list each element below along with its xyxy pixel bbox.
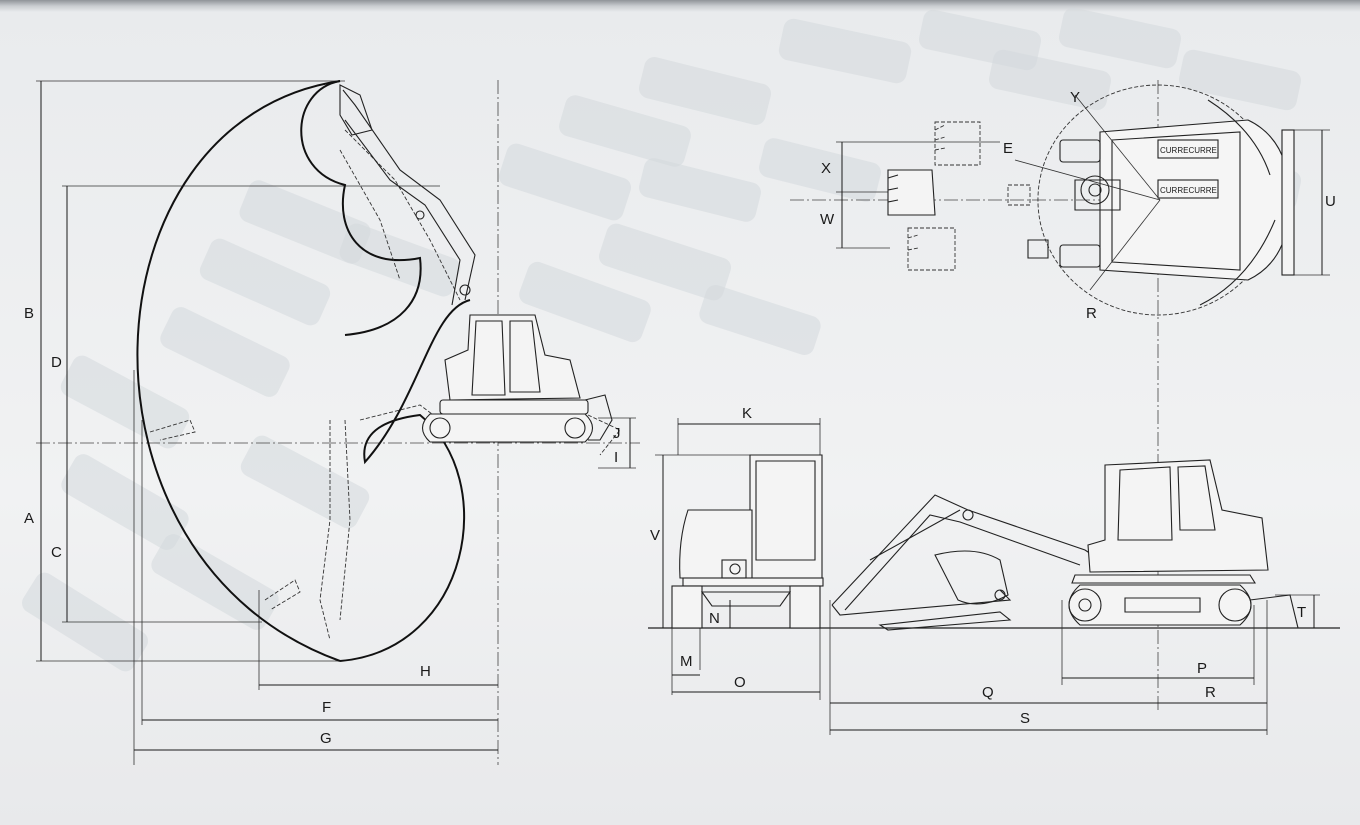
label-a: A — [24, 510, 34, 527]
label-r-top: R — [1086, 305, 1097, 322]
label-f: F — [322, 699, 331, 716]
label-e: E — [1003, 140, 1013, 157]
working-view-machine — [421, 314, 621, 456]
label-u: U — [1325, 193, 1336, 210]
label-j: J — [613, 425, 621, 442]
label-t: T — [1297, 604, 1306, 621]
label-r-side: R — [1205, 684, 1216, 701]
label-o: O — [734, 674, 746, 691]
bucket-offset-positions — [887, 121, 1049, 271]
top-view: CURRECURRE CURRECURRE X W E Y U — [790, 84, 1336, 322]
label-k: K — [742, 405, 752, 422]
label-s: S — [1020, 710, 1030, 727]
label-h: H — [420, 663, 431, 680]
label-g: G — [320, 730, 332, 747]
label-v: V — [650, 527, 660, 544]
cab-plate-upper: CURRECURRE — [1160, 146, 1217, 155]
bucket-arc-upper — [300, 80, 422, 336]
label-i: I — [614, 449, 618, 466]
label-b: B — [24, 305, 34, 322]
label-c: C — [51, 544, 62, 561]
label-p: P — [1197, 660, 1207, 677]
label-q: Q — [982, 684, 994, 701]
cab-plate-lower: CURRECURRE — [1160, 186, 1217, 195]
label-x: X — [821, 160, 831, 177]
max-reach-envelope — [136, 80, 341, 662]
label-n: N — [709, 610, 720, 627]
front-view: K V N M O — [648, 405, 1340, 700]
label-m: M — [680, 653, 693, 670]
bucket-arc-lower — [339, 299, 471, 662]
side-view: P Q R S T — [829, 80, 1320, 735]
working-range-view: A B C D H F G J I — [24, 80, 640, 765]
label-d: D — [51, 354, 62, 371]
label-w: W — [820, 211, 835, 228]
label-y: Y — [1070, 89, 1080, 106]
